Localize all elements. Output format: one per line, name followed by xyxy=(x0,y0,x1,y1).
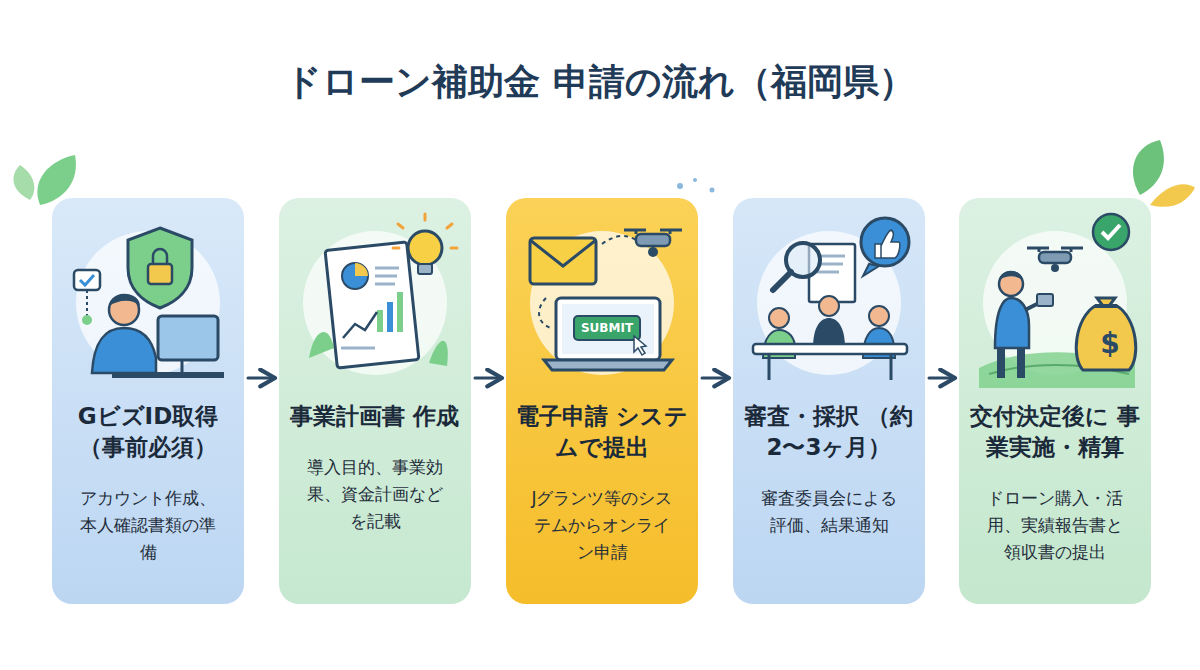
dot xyxy=(710,188,715,193)
step-description: Jグランツ等のシステムからオンライン申請 xyxy=(526,485,678,567)
dot xyxy=(677,183,683,189)
leaf xyxy=(1133,140,1164,195)
step-illustration xyxy=(733,198,925,398)
step-description: ドローン購入・活用、実績報告書と領収書の提出 xyxy=(979,485,1131,567)
process-card: 交付決定後に 事業実施・精算ドローン購入・活用、実績報告書と領収書の提出 $ xyxy=(959,198,1151,604)
process-card: GビズID取得 （事前必須） アカウント作成、本人確認書類の準備 xyxy=(52,198,244,604)
step-heading: 電子申請 システムで提出 xyxy=(514,401,690,463)
leaf xyxy=(1150,184,1195,206)
step-description: 導入目的、事業効果、資金計画などを記載 xyxy=(299,454,451,536)
step-heading: 審査・採択 （約2〜3ヶ月） xyxy=(741,401,917,463)
process-card: 電子申請 システムで提出 Jグランツ等のシステムからオンライン申請 SUBMIT xyxy=(506,198,698,604)
process-card: 事業計画書 作成導入目的、事業効果、資金計画などを記載 xyxy=(279,198,471,604)
step-description: アカウント作成、本人確認書類の準備 xyxy=(72,485,224,567)
step-illustration xyxy=(52,198,244,398)
currency-symbol: $ xyxy=(1087,326,1133,362)
flow-arrow xyxy=(702,377,729,380)
step-heading: GビズID取得 （事前必須） xyxy=(60,401,236,463)
step-heading: 事業計画書 作成 xyxy=(287,401,463,432)
step-illustration xyxy=(279,198,471,398)
flow-arrow xyxy=(929,377,955,380)
flow-arrow xyxy=(248,377,275,380)
step-illustration xyxy=(506,198,698,398)
diagram-title: ドローン補助金 申請の流れ（福岡県） xyxy=(0,58,1200,107)
dot xyxy=(693,178,697,182)
step-heading: 交付決定後に 事業実施・精算 xyxy=(967,401,1143,463)
flow-arrow xyxy=(475,377,502,380)
process-card: 審査・採択 （約2〜3ヶ月） 審査委員会による評価、結果通知 xyxy=(733,198,925,604)
button-label: SUBMIT xyxy=(574,316,640,340)
step-description: 審査委員会による評価、結果通知 xyxy=(753,485,905,539)
leaf xyxy=(13,165,34,200)
step-illustration xyxy=(959,198,1151,398)
